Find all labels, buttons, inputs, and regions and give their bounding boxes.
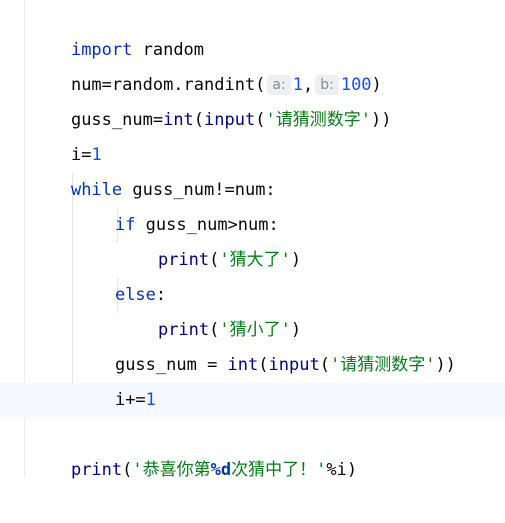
code-line-1[interactable]: import random (30, 0, 204, 60)
builtin-function: input (268, 355, 320, 375)
code-text: i= (70, 145, 92, 165)
builtin-function: print (157, 250, 210, 270)
code-text: : (155, 285, 167, 305)
code-line-11[interactable]: i+=1 (74, 348, 156, 410)
indent-guide (117, 278, 118, 313)
code-text: )) (370, 110, 392, 130)
code-line-4[interactable]: i=1 (30, 103, 102, 165)
string-literal: '猜小了' (219, 320, 291, 340)
code-text: guss_num>num: (135, 215, 279, 235)
code-text: ) (371, 75, 382, 95)
code-text: %i) (326, 460, 358, 480)
code-text: guss_num = (114, 355, 228, 375)
code-line-7[interactable]: print('猜大了') (117, 208, 301, 270)
code-text: guss_num= (70, 110, 164, 130)
keyword: import (70, 40, 133, 60)
code-text: random (132, 40, 205, 60)
number-literal: 1 (91, 145, 102, 165)
code-line-6[interactable]: if guss_num>num: (74, 173, 279, 235)
code-text: num=random.randint( (70, 75, 266, 95)
keyword: while (70, 180, 123, 200)
number-literal: 100 (340, 75, 372, 95)
string-literal: '请猜测数字' (265, 110, 371, 130)
builtin-function: int (227, 355, 259, 375)
code-text: ( (209, 250, 220, 270)
code-line-3[interactable]: guss_num=int(input('请猜测数字')) (30, 68, 392, 130)
string-literal: '恭喜你第 (132, 460, 211, 480)
code-text: ( (258, 355, 269, 375)
code-line-13[interactable]: print('恭喜你第%d次猜中了！'%i) (30, 418, 357, 480)
parameter-hint-a: a: (267, 75, 291, 95)
format-specifier: %d (210, 460, 232, 480)
current-line-highlight (0, 383, 505, 418)
code-line-2[interactable]: num=random.randint(a:1,b:100) (30, 33, 382, 95)
number-literal: 1 (145, 390, 156, 410)
keyword: else (114, 285, 156, 305)
indent-guide (117, 208, 118, 243)
builtin-function: int (163, 110, 194, 130)
code-text: )) (435, 355, 456, 375)
string-literal: '请猜测数字' (329, 355, 436, 375)
code-text: ( (255, 110, 266, 130)
builtin-function: input (204, 110, 256, 130)
code-line-8[interactable]: else: (74, 243, 166, 305)
keyword: if (114, 215, 136, 235)
builtin-function: print (157, 320, 210, 340)
code-text: ) (290, 320, 302, 340)
indent-guide (72, 173, 73, 383)
code-text: ) (290, 250, 302, 270)
parameter-hint-b: b: (315, 75, 339, 95)
code-text: ( (319, 355, 330, 375)
code-text: , (302, 75, 314, 95)
builtin-function: print (70, 460, 123, 480)
string-literal: 次猜中了！' (231, 460, 327, 480)
code-line-5[interactable]: while guss_num!=num: (30, 138, 276, 200)
code-text: i+= (114, 390, 146, 410)
gutter-divider (24, 0, 25, 477)
code-line-9[interactable]: print('猜小了') (117, 278, 301, 340)
code-text: guss_num!=num: (122, 180, 276, 200)
string-literal: '猜大了' (219, 250, 291, 270)
code-line-10[interactable]: guss_num = int(input('请猜测数字')) (74, 313, 456, 375)
code-text: ( (209, 320, 220, 340)
number-literal: 1 (292, 75, 303, 95)
code-text: ( (122, 460, 133, 480)
code-text: ( (193, 110, 205, 130)
code-editor[interactable]: import random num=random.randint(a:1,b:1… (0, 0, 505, 480)
